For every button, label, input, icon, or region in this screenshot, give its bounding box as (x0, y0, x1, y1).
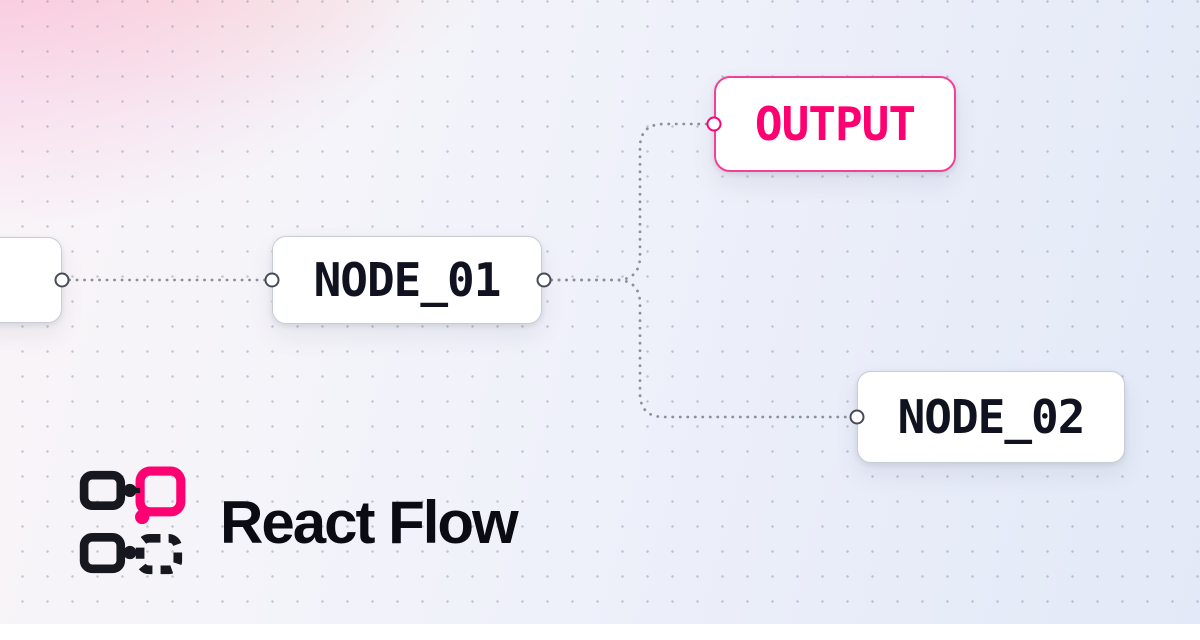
handle-node01-target[interactable] (264, 272, 280, 288)
node-02-label: NODE_02 (897, 390, 1086, 444)
output-label: OUTPUT (754, 97, 916, 151)
node-01-label: NODE_01 (313, 253, 502, 307)
flow-node-output[interactable]: OUTPUT (714, 76, 956, 172)
brand-name: React Flow (220, 488, 519, 556)
handle-node02-target[interactable] (849, 409, 865, 425)
react-flow-logo-icon (79, 466, 186, 575)
flow-node-node-02[interactable]: NODE_02 (857, 371, 1125, 463)
handle-partial-source[interactable] (54, 272, 70, 288)
handle-node01-source[interactable] (536, 272, 552, 288)
bottom-strip (0, 624, 1200, 640)
handle-output-target[interactable] (706, 116, 722, 132)
flow-node-partial[interactable] (0, 237, 62, 323)
flow-node-node-01[interactable]: NODE_01 (272, 236, 542, 324)
brand-lockup: React Flow (78, 466, 519, 578)
